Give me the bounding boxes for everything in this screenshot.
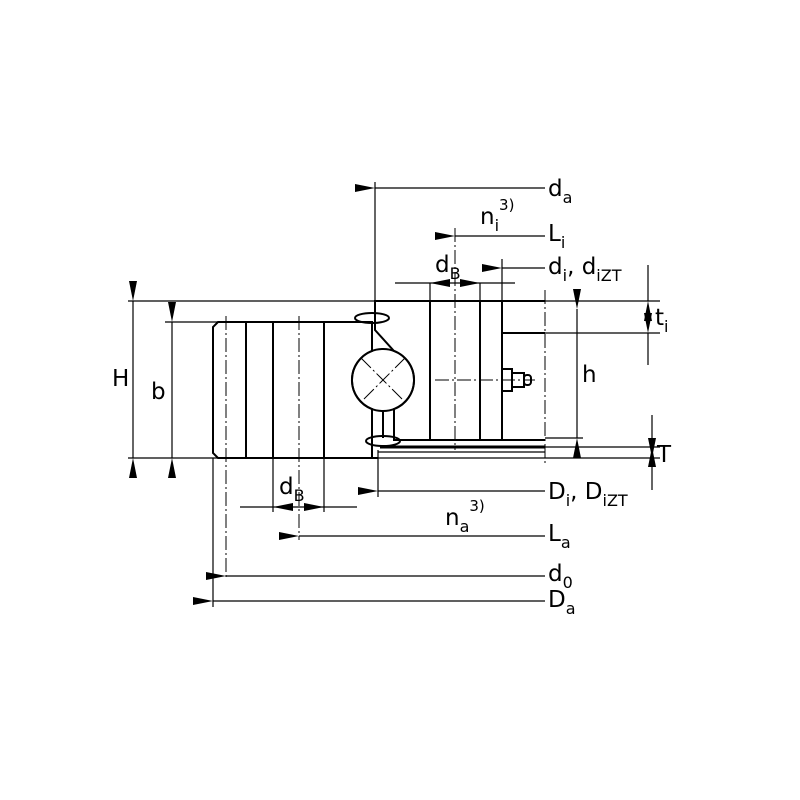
centerlines <box>225 228 546 580</box>
label-ni: ni3) <box>480 196 514 235</box>
outer-ring-hatch-right <box>323 321 373 459</box>
inner-ring <box>374 300 545 453</box>
label-T: T <box>656 442 672 468</box>
label-h: h <box>582 362 597 388</box>
label-da: da <box>548 176 572 207</box>
label-na: na3) <box>445 497 485 536</box>
spacer-lines <box>371 330 384 438</box>
inner-ring-outline <box>430 300 545 441</box>
label-Li: Li <box>548 221 565 252</box>
label-b: b <box>151 379 166 405</box>
dimension-lines <box>129 184 656 605</box>
ball-cross <box>360 357 406 403</box>
seal-bottom <box>365 435 401 447</box>
outer-ring-hatch-left <box>245 321 274 459</box>
label-Di: Di, DiZT <box>548 479 628 510</box>
label-dB-bottom: dB <box>279 474 305 505</box>
label-ti: ti <box>655 305 668 336</box>
label-di: di, diZT <box>548 254 622 285</box>
label-d0: d0 <box>548 561 573 592</box>
label-dB-top: dB <box>435 252 461 283</box>
label-Da: Da <box>548 587 576 618</box>
label-La: La <box>548 521 571 552</box>
label-H: H <box>112 366 129 392</box>
inner-ring-hatch-right <box>479 300 503 441</box>
extension-lines <box>128 182 660 607</box>
seal-top <box>354 312 390 324</box>
ball <box>351 330 415 438</box>
